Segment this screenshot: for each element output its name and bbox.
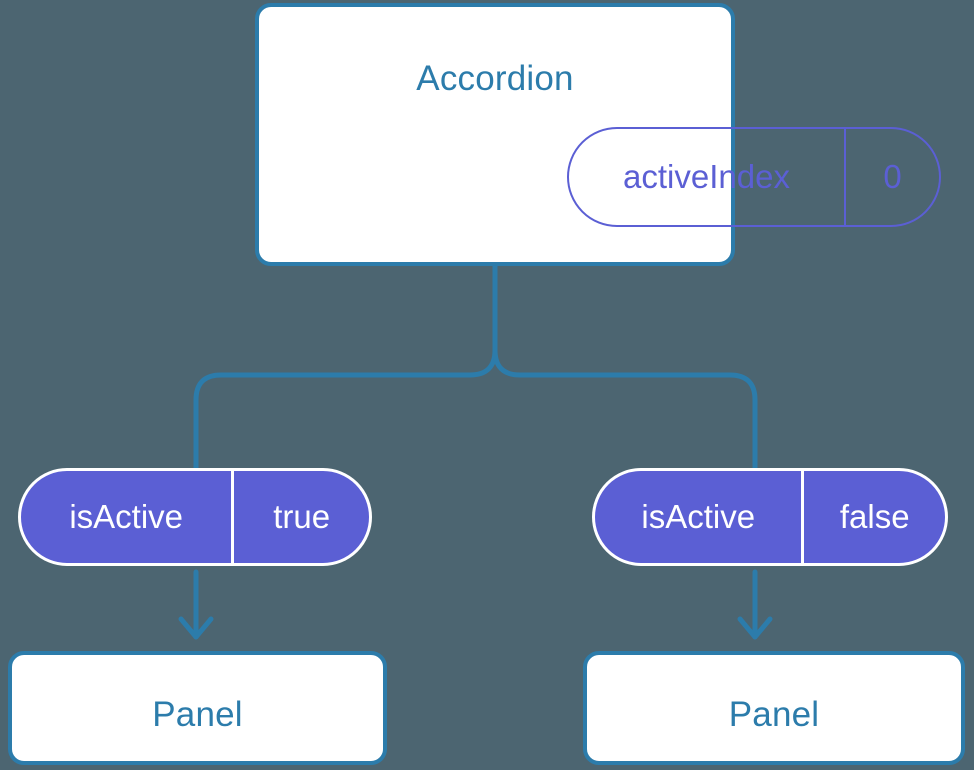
arrow-down-icon-right [737, 569, 773, 640]
connector-branch-left [193, 347, 498, 471]
prop-pill-key: isActive [69, 498, 184, 535]
component-card-panel-left[interactable]: Panel [8, 651, 387, 765]
prop-pill-value: true [231, 471, 369, 563]
component-card-panel-right[interactable]: Panel [583, 651, 965, 765]
component-title-panel: Panel [152, 695, 243, 734]
component-title-panel: Panel [728, 695, 820, 734]
arrow-down-icon-left [178, 569, 214, 640]
state-pill-value: 0 [844, 129, 939, 225]
component-title-accordion: Accordion [416, 59, 574, 98]
prop-pill-value: false [801, 471, 945, 563]
state-pill-key: activeIndex [623, 158, 790, 195]
prop-pill-isactive-false[interactable]: isActive false [592, 468, 948, 566]
prop-pill-key: isActive [641, 498, 756, 535]
component-card-accordion[interactable]: Accordion activeIndex 0 [255, 3, 941, 266]
connector-branch-right [492, 347, 758, 471]
prop-pill-isactive-true[interactable]: isActive true [18, 468, 372, 566]
state-pill-activeindex[interactable]: activeIndex 0 [567, 127, 941, 227]
